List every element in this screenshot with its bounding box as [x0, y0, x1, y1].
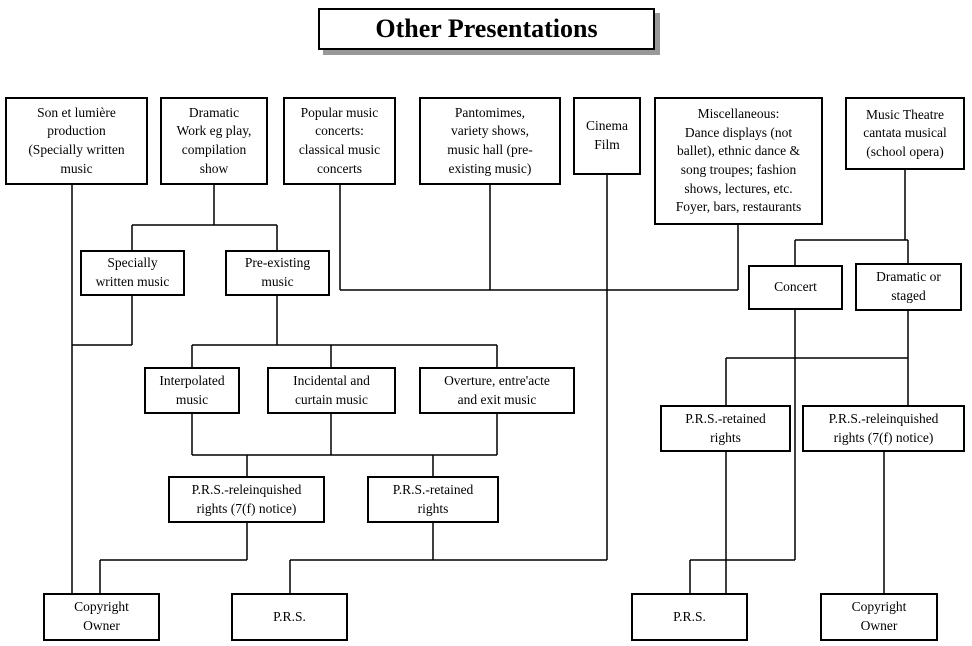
box-cinema-film-label: Cinema Film — [586, 118, 628, 152]
box-son-et-lumiere-label: Son et lumière production (Specially wri… — [28, 104, 125, 176]
box-specially-written-music: Specially written music — [80, 250, 185, 296]
box-copyright-owner-left-label: Copyright Owner — [74, 599, 129, 633]
box-prs-right-label: P.R.S. — [673, 608, 706, 624]
box-copyright-owner-right: Copyright Owner — [820, 593, 938, 641]
box-cinema-film: Cinema Film — [573, 97, 641, 175]
box-dramatic-work: Dramatic Work eg play, compilation show — [160, 97, 268, 185]
box-popular-concerts-label: Popular music concerts: classical music … — [298, 104, 381, 176]
box-overture-exit-music: Overture, entre'acte and exit music — [419, 367, 575, 414]
box-prs-retained-rights-left: P.R.S.-retained rights — [367, 476, 499, 523]
box-prs-relinquished-rights-left-label: P.R.S.-releinquished rights (7(f) notice… — [191, 481, 302, 516]
box-miscellaneous: Miscellaneous: Dance displays (not balle… — [654, 97, 823, 225]
box-pantomimes-label: Pantomimes, variety shows, music hall (p… — [447, 104, 533, 176]
box-popular-concerts: Popular music concerts: classical music … — [283, 97, 396, 185]
box-music-theatre: Music Theatre cantata musical (school op… — [845, 97, 965, 170]
box-pre-existing-music: Pre-existing music — [225, 250, 330, 296]
box-prs-retained-rights-right: P.R.S.-retained rights — [660, 405, 791, 452]
box-miscellaneous-label: Miscellaneous: Dance displays (not balle… — [675, 106, 802, 215]
box-prs-left-label: P.R.S. — [273, 608, 306, 624]
box-prs-retained-rights-left-label: P.R.S.-retained rights — [392, 481, 474, 516]
box-overture-exit-music-label: Overture, entre'acte and exit music — [444, 372, 550, 407]
box-son-et-lumiere: Son et lumière production (Specially wri… — [5, 97, 148, 185]
box-dramatic-or-staged: Dramatic or staged — [855, 263, 962, 311]
box-dramatic-or-staged-label: Dramatic or staged — [876, 269, 941, 303]
page-title-label: Other Presentations — [375, 14, 598, 43]
box-prs-retained-rights-right-label: P.R.S.-retained rights — [685, 410, 766, 445]
box-music-theatre-label: Music Theatre cantata musical (school op… — [863, 106, 947, 159]
box-dramatic-work-label: Dramatic Work eg play, compilation show — [176, 104, 252, 176]
box-interpolated-music-label: Interpolated music — [159, 372, 225, 407]
box-incidental-curtain-music: Incidental and curtain music — [267, 367, 396, 414]
box-prs-relinquished-rights-right: P.R.S.-releinquished rights (7(f) notice… — [802, 405, 965, 452]
box-prs-relinquished-rights-left: P.R.S.-releinquished rights (7(f) notice… — [168, 476, 325, 523]
box-pre-existing-music-label: Pre-existing music — [244, 255, 311, 289]
box-concert: Concert — [748, 265, 843, 310]
box-prs-right: P.R.S. — [631, 593, 748, 641]
box-incidental-curtain-music-label: Incidental and curtain music — [293, 372, 370, 407]
box-concert-label: Concert — [774, 279, 817, 295]
box-prs-left: P.R.S. — [231, 593, 348, 641]
box-copyright-owner-right-label: Copyright Owner — [851, 599, 907, 633]
box-specially-written-music-label: Specially written music — [95, 255, 170, 289]
box-copyright-owner-left: Copyright Owner — [43, 593, 160, 641]
box-interpolated-music: Interpolated music — [144, 367, 240, 414]
box-pantomimes: Pantomimes, variety shows, music hall (p… — [419, 97, 561, 185]
page-title: Other Presentations — [318, 8, 655, 50]
box-prs-relinquished-rights-right-label: P.R.S.-releinquished rights (7(f) notice… — [828, 410, 939, 445]
